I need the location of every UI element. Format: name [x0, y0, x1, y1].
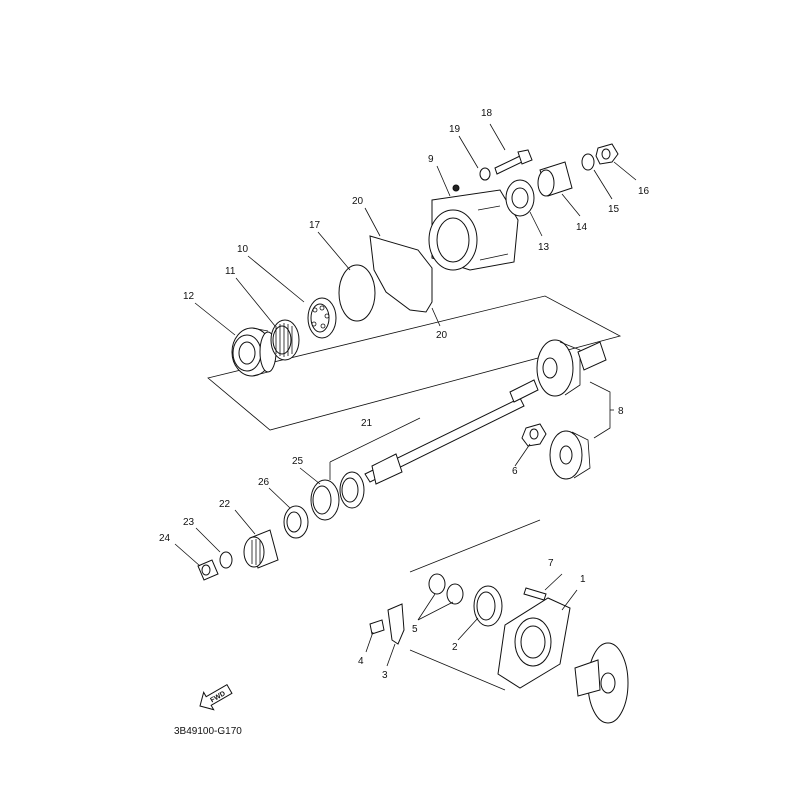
callout-1: 1 — [580, 574, 586, 585]
leader-lines — [174, 123, 637, 667]
part-18-bolt — [494, 149, 533, 175]
callout-15: 15 — [608, 204, 620, 215]
callout-2: 2 — [452, 642, 458, 653]
diagram-code: 3B49100-G170 — [174, 726, 242, 737]
callout-21: 21 — [361, 418, 373, 429]
group-bracket-upper — [207, 295, 622, 431]
callout-13: 13 — [538, 242, 550, 253]
callout-16: 16 — [638, 186, 650, 197]
part-7-bolt — [523, 587, 547, 601]
part-25-bearing — [310, 471, 365, 521]
middle-assembly — [197, 339, 614, 581]
callout-10: 10 — [237, 244, 249, 255]
part-16-nut — [595, 143, 619, 165]
part-5-shim-b — [446, 583, 464, 605]
group-bracket-lower — [409, 519, 541, 691]
part-6-nut — [521, 423, 547, 447]
callout-17: 17 — [309, 220, 321, 231]
callout-26: 26 — [258, 477, 270, 488]
part-17-o-ring — [338, 264, 376, 322]
callout-19: 19 — [449, 124, 461, 135]
group-bracket-8 — [589, 381, 611, 439]
callout-18: 18 — [481, 108, 493, 119]
callout-23: 23 — [183, 517, 195, 528]
lower-assembly — [369, 519, 629, 724]
part-24-nut — [197, 559, 219, 581]
part-21-drive-shaft — [364, 379, 539, 485]
callout-4: 4 — [358, 656, 364, 667]
part-23-washer — [219, 551, 233, 569]
part-8-drive-gear — [536, 339, 607, 397]
part-9-housing — [428, 184, 519, 271]
callout-labels: 1 2 3 4 5 6 7 8 9 10 11 12 13 14 15 16 1… — [159, 108, 650, 681]
fwd-arrow: FWD — [199, 683, 233, 711]
part-12-bearing — [231, 327, 277, 377]
part-5-shim-a — [428, 573, 446, 595]
part-11-needle-bearing — [270, 319, 300, 361]
callout-22: 22 — [219, 499, 231, 510]
part-8-driven-gear — [549, 430, 591, 480]
callout-3: 3 — [382, 670, 388, 681]
part-4-bolt — [369, 619, 385, 635]
part-19-washer — [479, 167, 491, 181]
part-20-shim — [369, 235, 433, 313]
callout-7: 7 — [548, 558, 554, 569]
group-bracket-21 — [329, 417, 421, 480]
part-3-plate — [387, 603, 405, 645]
part-22-needle-bearing — [243, 529, 279, 569]
part-2-bearing — [473, 585, 503, 627]
part-15-washer — [581, 153, 595, 171]
callout-24: 24 — [159, 533, 171, 544]
part-14-coupling — [537, 161, 573, 197]
callout-14: 14 — [576, 222, 588, 233]
callout-9: 9 — [428, 154, 434, 165]
part-10-bearing — [307, 297, 337, 339]
callout-11: 11 — [225, 266, 236, 277]
callout-5: 5 — [412, 624, 418, 635]
callout-20-top: 20 — [352, 196, 364, 207]
callout-12: 12 — [183, 291, 195, 302]
upper-assembly — [207, 143, 622, 431]
callout-8: 8 — [618, 406, 624, 417]
part-1-housing — [497, 597, 571, 689]
callout-6: 6 — [512, 466, 518, 477]
callout-25: 25 — [292, 456, 304, 467]
output-gear — [574, 642, 629, 724]
callout-20-bottom: 20 — [436, 330, 448, 341]
part-26-oil-seal — [283, 505, 309, 539]
part-13-oil-seal — [505, 179, 535, 217]
fwd-label: FWD — [209, 690, 226, 704]
